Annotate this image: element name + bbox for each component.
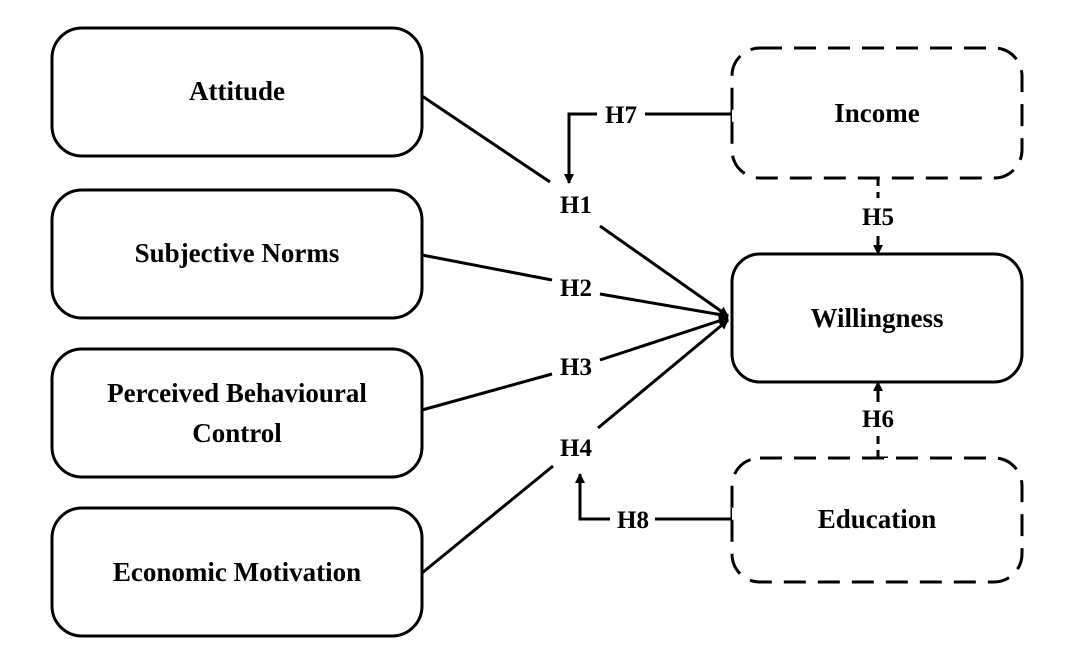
node-willingness-label: Willingness <box>810 303 943 333</box>
label-h2: H2 <box>560 275 592 302</box>
node-economic-motivation: Economic Motivation <box>50 506 424 638</box>
node-education: Education <box>730 456 1024 584</box>
edge-h2-subjective-norms <box>421 253 553 282</box>
edge-h1-willingness <box>599 224 729 318</box>
label-h8: H8 <box>617 507 649 534</box>
edge-h7-to-h1 <box>564 112 597 184</box>
label-h3: H3 <box>560 354 592 381</box>
label-h1: H1 <box>560 192 592 219</box>
edge-h4-economic-motivation <box>421 464 554 575</box>
label-h6: H6 <box>862 406 894 433</box>
node-pbc-label-line2: Control <box>192 418 282 448</box>
edge-h3-pbc <box>421 372 553 412</box>
label-h5: H5 <box>862 204 894 231</box>
node-education-label: Education <box>818 504 937 534</box>
node-economic-motivation-label: Economic Motivation <box>113 557 361 587</box>
edge-h2-willingness <box>599 292 729 320</box>
label-h4: H4 <box>560 435 592 462</box>
node-income: Income <box>730 46 1024 180</box>
node-attitude-label: Attitude <box>189 76 285 106</box>
node-willingness: Willingness <box>730 252 1024 384</box>
label-h7: H7 <box>605 102 637 129</box>
hypothesis-labels: H1 H2 H3 H4 H5 H6 H7 H8 <box>560 102 894 534</box>
node-subjective-norms-label: Subjective Norms <box>135 238 340 268</box>
edge-h3-willingness <box>599 316 729 362</box>
edge-h4-willingness <box>597 318 729 430</box>
edge-h1-attitude <box>421 94 551 184</box>
edge-h8-to-h4 <box>575 473 610 521</box>
node-attitude: Attitude <box>50 26 424 158</box>
node-subjective-norms: Subjective Norms <box>50 188 424 320</box>
node-perceived-behavioural-control: Perceived Behavioural Control <box>50 347 424 479</box>
node-pbc-label-line1: Perceived Behavioural <box>107 378 367 408</box>
node-income-label: Income <box>834 98 919 128</box>
